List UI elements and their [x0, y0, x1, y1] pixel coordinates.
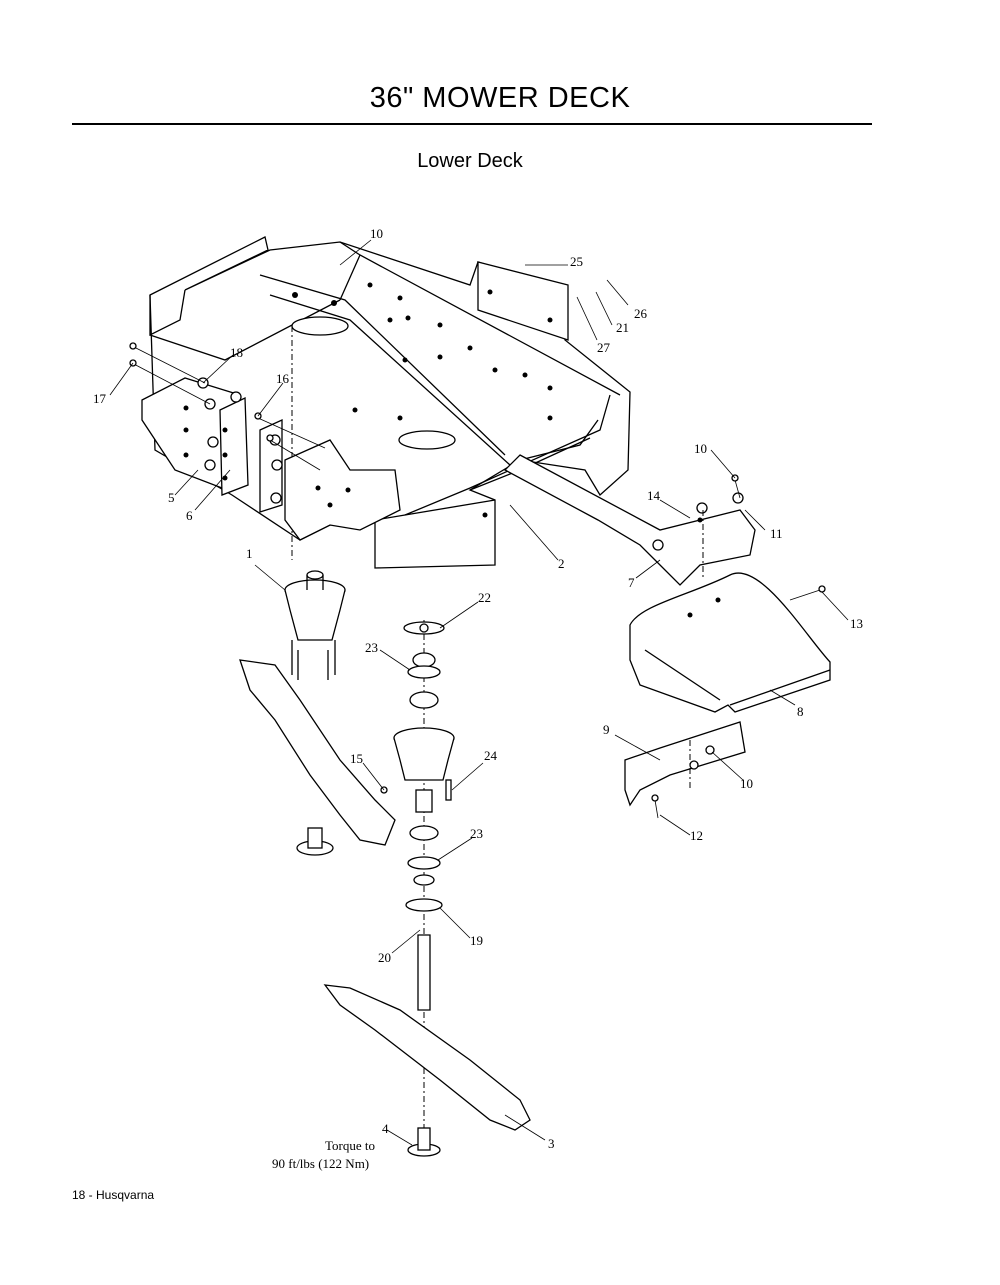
title-rule — [72, 123, 872, 125]
callout-label: 8 — [797, 704, 804, 719]
callout-label: 23 — [470, 826, 483, 841]
callout-label: 4 — [382, 1121, 389, 1136]
callout-label: 5 — [168, 490, 175, 505]
callout-label: 26 — [634, 306, 648, 321]
callout-label: 22 — [478, 590, 491, 605]
callout-label: 13 — [850, 616, 863, 631]
discharge-chute-assembly — [503, 454, 831, 819]
callout-label: 25 — [570, 254, 583, 269]
page-footer: 18 - Husqvarna — [72, 1188, 155, 1202]
callout-leaders — [109, 239, 849, 1146]
callout-label: 12 — [690, 828, 703, 843]
callout-label: 6 — [186, 508, 193, 523]
torque-note-line-2: 90 ft/lbs (122 Nm) — [272, 1156, 369, 1171]
left-spindle — [284, 570, 346, 680]
callout-label: 1 — [246, 546, 253, 561]
center-spindle-stack — [380, 620, 455, 1140]
callout-label: 9 — [603, 722, 610, 737]
callout-label: 10 — [694, 441, 707, 456]
callout-labels: 10 25 26 21 27 18 17 16 5 6 2 10 14 11 7… — [93, 226, 863, 1171]
page-title: 36" MOWER DECK — [369, 82, 631, 114]
left-blade — [239, 659, 396, 856]
left-mount-brackets — [129, 342, 401, 541]
callout-label: 19 — [470, 933, 483, 948]
callout-label: 10 — [740, 776, 753, 791]
callout-label: 27 — [597, 340, 611, 355]
callout-label: 10 — [370, 226, 383, 241]
page-subtitle: Lower Deck — [417, 150, 523, 172]
callout-label: 18 — [230, 345, 243, 360]
center-blade — [323, 984, 531, 1157]
callout-label: 23 — [365, 640, 378, 655]
callout-label: 14 — [647, 488, 661, 503]
callout-label: 24 — [484, 748, 498, 763]
callout-label: 7 — [628, 575, 635, 590]
callout-label: 15 — [350, 751, 363, 766]
callout-label: 3 — [548, 1136, 555, 1151]
callout-label: 20 — [378, 950, 391, 965]
callout-label: 17 — [93, 391, 107, 406]
torque-note-line-1: Torque to — [325, 1138, 375, 1153]
callout-label: 21 — [616, 320, 629, 335]
callout-label: 16 — [276, 371, 290, 386]
callout-label: 2 — [558, 556, 565, 571]
callout-label: 11 — [770, 526, 783, 541]
